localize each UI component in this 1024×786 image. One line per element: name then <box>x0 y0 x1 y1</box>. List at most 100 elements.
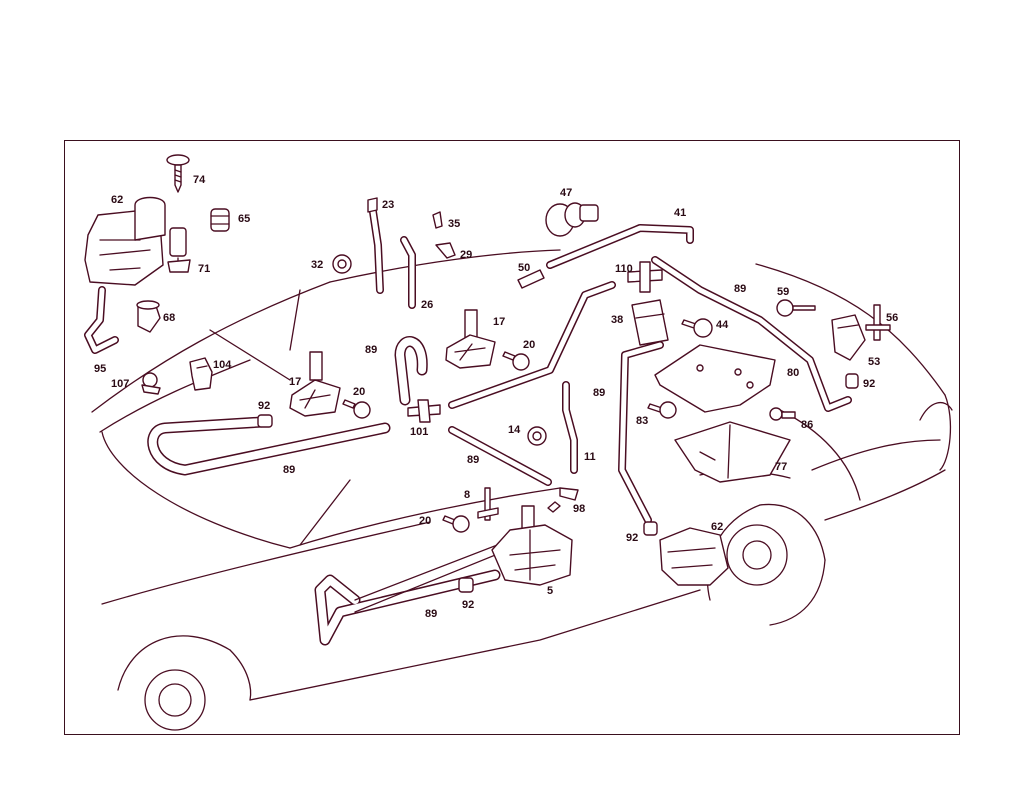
callout-20: 20 <box>523 339 535 351</box>
diagram-frame <box>64 140 960 735</box>
callout-50: 50 <box>518 262 530 274</box>
sleeve-92d <box>643 521 658 536</box>
callout-17: 17 <box>493 316 505 328</box>
callout-59: 59 <box>777 286 789 298</box>
callout-20: 20 <box>419 515 431 527</box>
callout-41: 41 <box>674 207 686 219</box>
switchover-valve-17a <box>289 351 341 417</box>
callout-92: 92 <box>462 599 474 611</box>
callout-95: 95 <box>94 363 106 375</box>
clip-71 <box>167 259 191 273</box>
callout-86: 86 <box>801 419 813 431</box>
panel-77 <box>674 421 791 483</box>
callout-92: 92 <box>863 378 875 390</box>
rod-26 <box>400 236 416 309</box>
hose-89-to-rear <box>448 281 616 409</box>
callout-35: 35 <box>448 218 460 230</box>
callout-89: 89 <box>425 608 437 620</box>
hose-89-right-long <box>651 256 852 412</box>
hose-41 <box>546 224 694 269</box>
callout-62: 62 <box>711 521 723 533</box>
car-body-outline <box>91 249 953 731</box>
callout-68: 68 <box>163 312 175 324</box>
part-35 <box>432 211 443 229</box>
screw-59 <box>776 299 816 317</box>
callout-labels: 74 62 65 71 68 95 107 104 17 92 20 89 23… <box>94 174 898 620</box>
hose-95 <box>84 286 119 354</box>
screw-86 <box>769 407 796 421</box>
callout-74: 74 <box>193 174 206 186</box>
valve-assembly-5 <box>491 505 573 586</box>
screw-20b <box>502 351 530 371</box>
callout-89: 89 <box>734 283 746 295</box>
screw-74 <box>166 154 190 193</box>
callout-92: 92 <box>626 532 638 544</box>
callout-101: 101 <box>410 426 428 438</box>
hose-89-center <box>448 426 552 486</box>
rod-23 <box>367 197 384 294</box>
callout-17: 17 <box>289 376 301 388</box>
callout-62: 62 <box>111 194 123 206</box>
rod-11 <box>562 381 578 474</box>
hose-89-loop <box>394 336 428 406</box>
plug-50 <box>517 269 545 289</box>
screw-44 <box>681 318 713 338</box>
callout-110: 110 <box>615 263 633 275</box>
valve-53 <box>831 314 866 361</box>
connector-110 <box>627 261 663 293</box>
callout-92: 92 <box>258 400 270 412</box>
connector-98 <box>547 487 579 513</box>
callout-98: 98 <box>573 503 585 515</box>
callout-104: 104 <box>213 359 232 371</box>
callout-20: 20 <box>353 386 365 398</box>
grommet-14 <box>527 426 547 446</box>
bracket-104 <box>189 357 213 391</box>
callout-8: 8 <box>464 489 470 501</box>
vacuum-reservoir-62b <box>659 527 729 586</box>
callout-80: 80 <box>787 367 799 379</box>
callout-71: 71 <box>198 263 210 275</box>
sleeve-92c <box>845 373 859 389</box>
callout-83: 83 <box>636 415 648 427</box>
grommet-65 <box>210 208 230 232</box>
screw-83 <box>647 401 677 419</box>
callout-77: 77 <box>775 461 787 473</box>
callout-89: 89 <box>467 454 479 466</box>
callout-29: 29 <box>460 249 472 261</box>
valve-38 <box>631 299 669 346</box>
switchover-valve-17b <box>445 309 496 369</box>
callout-14: 14 <box>508 424 521 436</box>
hose-89-right-down <box>618 341 664 524</box>
grommet-32 <box>332 254 352 274</box>
callout-38: 38 <box>611 314 623 326</box>
callout-89: 89 <box>283 464 295 476</box>
screw-20a <box>342 399 371 419</box>
callout-5: 5 <box>547 585 553 597</box>
callout-65: 65 <box>238 213 250 225</box>
callout-56: 56 <box>886 312 898 324</box>
callout-89: 89 <box>365 344 377 356</box>
bolt-8 <box>477 487 499 521</box>
fitting-56 <box>865 304 891 341</box>
callout-107: 107 <box>111 378 129 390</box>
screw-20c <box>442 515 470 533</box>
callout-53: 53 <box>868 356 880 368</box>
callout-26: 26 <box>421 299 433 311</box>
connector-101 <box>407 399 441 423</box>
callout-11: 11 <box>584 451 596 463</box>
bracket-80 <box>654 344 776 413</box>
hose-89-left <box>147 416 391 476</box>
callout-47: 47 <box>560 187 572 199</box>
callout-89: 89 <box>593 387 605 399</box>
sleeve-92a <box>257 414 273 428</box>
grommet-68 <box>136 300 161 333</box>
callout-23: 23 <box>382 199 394 211</box>
hose-89-bottom <box>314 539 521 646</box>
vacuum-reservoir-62a <box>84 196 187 286</box>
clip-29 <box>435 242 456 259</box>
callout-44: 44 <box>716 319 729 331</box>
vacuum-unit-47 <box>545 202 599 237</box>
sleeve-92b <box>458 577 474 593</box>
callout-32: 32 <box>311 259 323 271</box>
